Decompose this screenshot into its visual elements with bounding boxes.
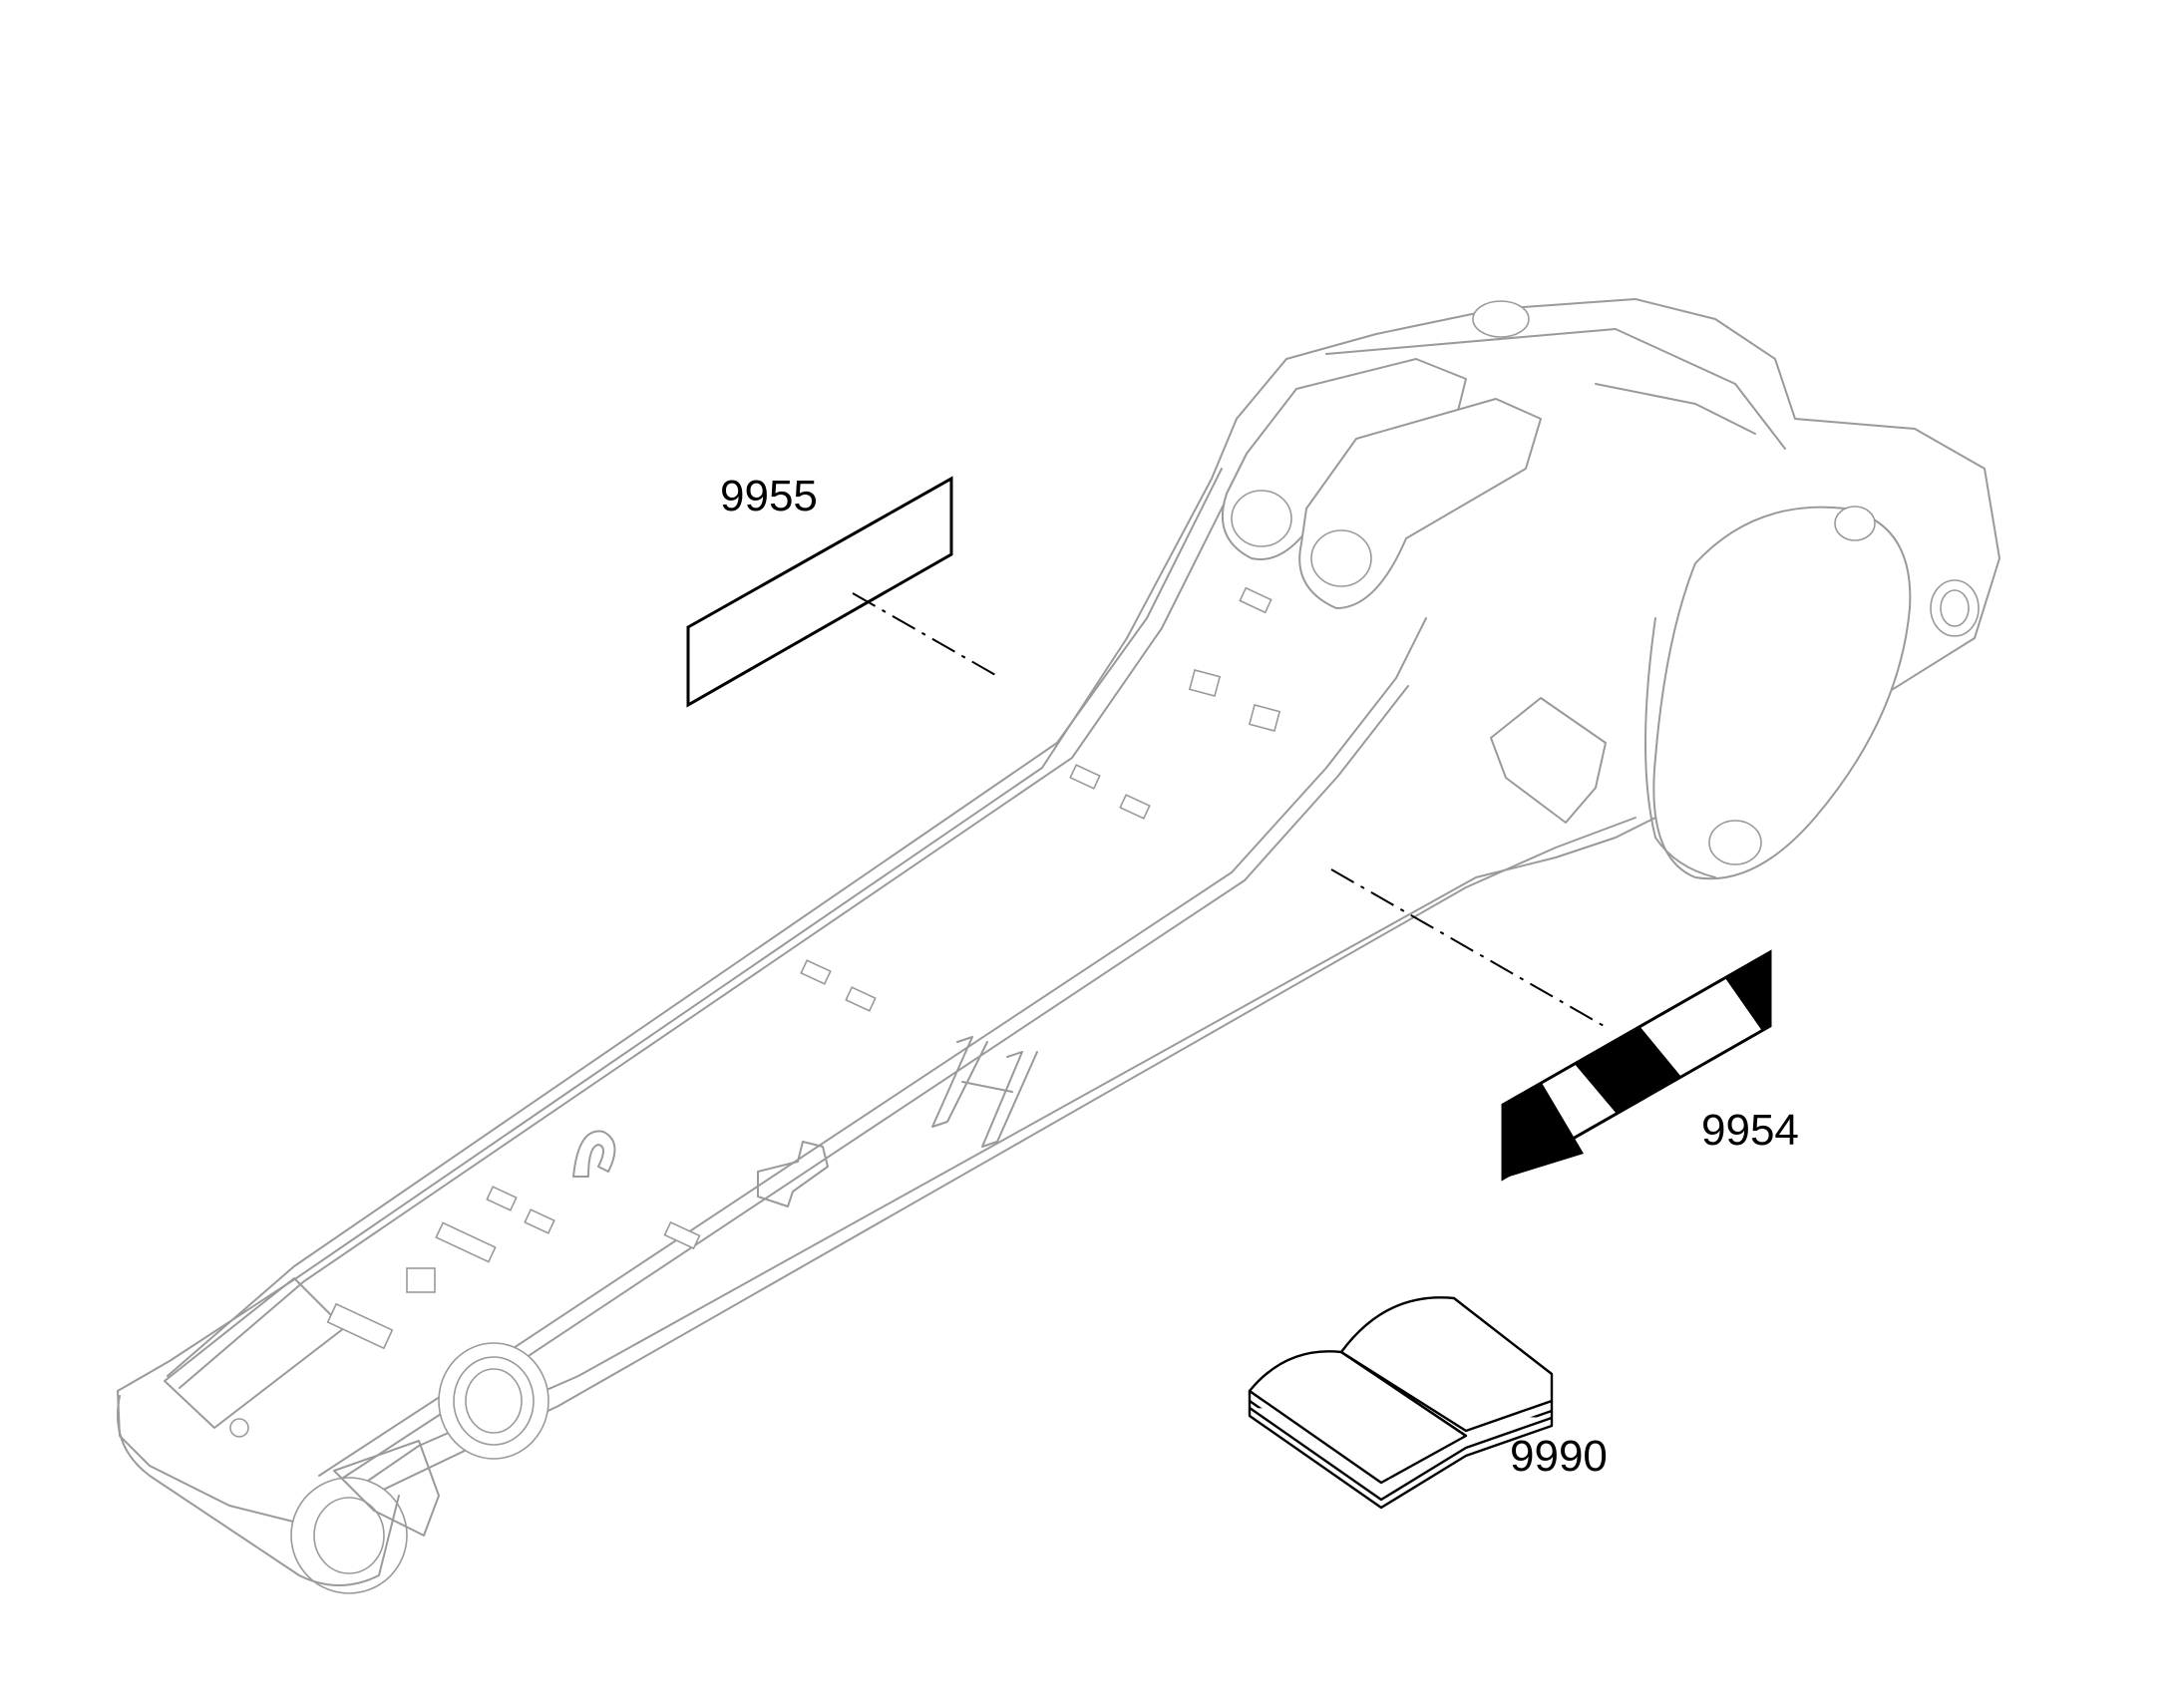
top-crosspiece (1325, 328, 1786, 450)
top-crosspiece-inner (1595, 383, 1756, 435)
boom-top-face-right (318, 617, 1427, 1477)
callout-9954: 9954 (1330, 868, 1799, 1182)
callout-label-9955: 9955 (720, 472, 818, 520)
end-plate-flange (1644, 617, 1716, 878)
boom-top-face-right-inner (333, 685, 1409, 1485)
upper-pin-right (1310, 529, 1372, 587)
open-book-icon (1248, 1296, 1554, 1510)
upper-pin-left (1231, 490, 1292, 547)
end-plate-bottom-pin (1708, 820, 1762, 865)
callout-9990: 9990 (1248, 1296, 1608, 1510)
leader-line-9954 (1330, 868, 1607, 1028)
foot-pivot-inner (313, 1497, 385, 1574)
step-bracket (757, 1141, 829, 1207)
h-bracket (931, 1036, 1038, 1148)
foot-housing (117, 1395, 400, 1586)
top-boss (1472, 300, 1530, 338)
cylinder-boss-inner (465, 1368, 523, 1434)
callout-label-9990: 9990 (1510, 1432, 1608, 1481)
blank-decal (686, 476, 953, 708)
hazard-stripe-black-2 (1574, 1026, 1681, 1114)
side-bracket (1490, 697, 1607, 824)
hook-bracket (572, 1130, 616, 1178)
excavator-boom (117, 298, 2000, 1594)
hazard-stripe-black-3 (1725, 952, 1770, 1031)
boom-body (117, 298, 2000, 1527)
mounting-pads (229, 586, 1281, 1438)
boom-top-edge-inner (179, 478, 1238, 1389)
callout-9955: 9955 (686, 472, 998, 708)
leader-line-9955 (852, 592, 998, 677)
callout-label-9954: 9954 (1701, 1106, 1799, 1155)
boom-top-edge-outer (167, 468, 1223, 1377)
hazard-stripe-black-1 (1503, 1083, 1584, 1179)
foot-bracket (333, 1440, 440, 1537)
right-boss-inner (1940, 589, 1970, 627)
end-plate-top-pin (1834, 506, 1876, 541)
